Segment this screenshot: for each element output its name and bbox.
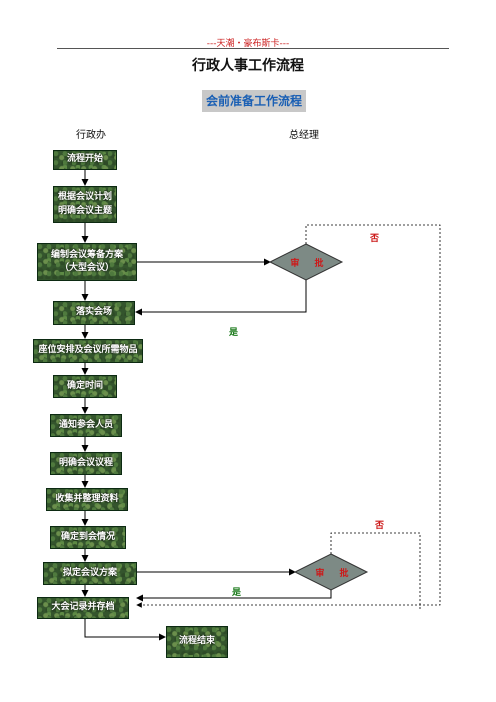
section-title: 会前准备工作流程 bbox=[202, 90, 306, 112]
step-prepare: 编制会议筹备方案 （大型会议） bbox=[37, 243, 137, 281]
step-record: 大会记录并存档 bbox=[37, 597, 129, 619]
step-time: 确定时间 bbox=[53, 375, 117, 398]
step-start-label: 流程开始 bbox=[66, 154, 103, 165]
step-end: 流程结束 bbox=[166, 626, 228, 658]
step-prepare-label-1: 编制会议筹备方案 bbox=[50, 249, 123, 260]
step-materials: 收集并整理资料 bbox=[46, 488, 128, 511]
step-agenda: 明确会议议程 bbox=[50, 452, 122, 475]
step-attendance: 确定到会情况 bbox=[50, 526, 126, 549]
arrow-review1-no bbox=[136, 224, 441, 608]
lane-label-manager: 总经理 bbox=[289, 130, 319, 141]
step-draft-label: 拟定会议方案 bbox=[62, 567, 117, 578]
step-prepare-label-2: （大型会议） bbox=[59, 263, 114, 273]
step-seating-label: 座位安排及会议所需物品 bbox=[38, 345, 138, 356]
edge-label-yes1: 是 bbox=[229, 328, 239, 338]
arrow-review2-no bbox=[330, 532, 421, 611]
step-venue: 落实会场 bbox=[53, 301, 135, 325]
step-attendance-label: 确定到会情况 bbox=[60, 531, 115, 542]
step-notify: 通知参会人员 bbox=[50, 414, 122, 437]
edge-label-no2: 否 bbox=[375, 521, 385, 531]
step-plan: 根据会议计划 明确会议主题 bbox=[53, 186, 117, 223]
step-agenda-label: 明确会议议程 bbox=[58, 457, 113, 468]
decision-review2-label: 审 批 bbox=[315, 569, 355, 579]
step-draft: 拟定会议方案 bbox=[43, 562, 137, 585]
step-plan-label-1: 根据会议计划 bbox=[57, 192, 112, 203]
lane-label-admin: 行政办 bbox=[76, 130, 106, 141]
header-divider bbox=[57, 48, 449, 49]
decision-review1-label: 审 批 bbox=[290, 259, 330, 269]
arrow-review1-yes bbox=[135, 280, 307, 316]
edge-label-no1: 否 bbox=[370, 234, 380, 244]
step-venue-label: 落实会场 bbox=[75, 307, 112, 318]
step-time-label: 确定时间 bbox=[66, 380, 103, 391]
step-notify-label: 通知参会人员 bbox=[58, 419, 113, 430]
arrow-review2-yes bbox=[136, 590, 332, 602]
header-top-text: ---天潮・豪布斯卡--- bbox=[206, 39, 290, 49]
step-end-label: 流程结束 bbox=[178, 636, 215, 647]
edge-label-yes2: 是 bbox=[232, 588, 242, 598]
step-start: 流程开始 bbox=[53, 150, 117, 170]
arrow-record-end bbox=[84, 619, 166, 641]
step-seating: 座位安排及会议所需物品 bbox=[33, 339, 143, 363]
step-materials-label: 收集并整理资料 bbox=[55, 493, 119, 504]
step-record-label: 大会记录并存档 bbox=[51, 602, 115, 613]
page-title: 行政人事工作流程 bbox=[192, 58, 304, 74]
step-plan-label-2: 明确会议主题 bbox=[57, 205, 112, 216]
